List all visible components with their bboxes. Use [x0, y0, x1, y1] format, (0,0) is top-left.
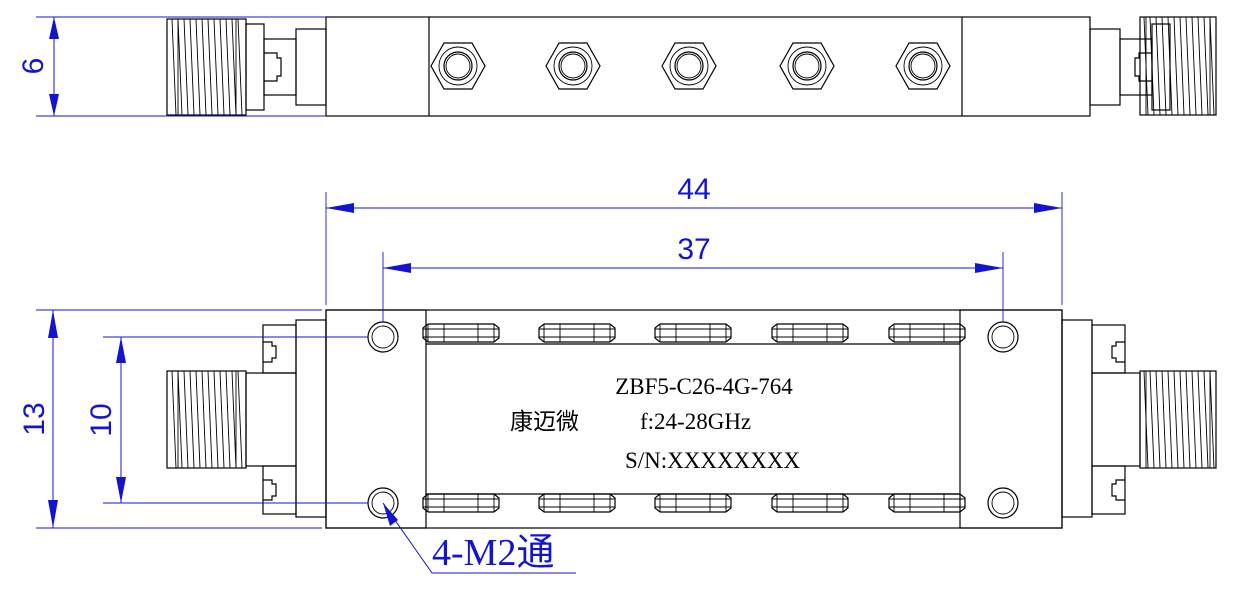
dimension-label-6: 6: [17, 58, 50, 75]
mounting-hole: [987, 487, 1019, 519]
dimension-overall-height: 13: [18, 309, 322, 529]
dimension-label-44: 44: [677, 173, 710, 206]
brand-label: 康迈微: [510, 409, 579, 434]
model-label: ZBF5-C26-4G-764: [615, 374, 793, 399]
top-left-connector: [166, 18, 327, 116]
tuning-nut: [771, 493, 849, 513]
front-left-connector: [166, 319, 327, 518]
hole-callout: 4-M2通: [382, 502, 576, 574]
front-right-connector: [1061, 319, 1217, 518]
tuning-nut: [538, 323, 616, 343]
tuning-nut: [422, 493, 500, 513]
dimension-overall-length: 44: [325, 173, 1063, 305]
top-view: 6: [17, 16, 1217, 117]
dimension-label-13: 13: [18, 402, 51, 435]
tuning-nut: [888, 323, 966, 343]
tuning-screw: [895, 42, 951, 90]
tuning-nut: [771, 323, 849, 343]
mounting-hole: [987, 321, 1019, 353]
front-view: ZBF5-C26-4G-764 康迈微 f:24-28GHz S/N:XXXXX…: [18, 173, 1217, 574]
dimension-hole-height: 10: [85, 336, 368, 504]
tuning-nut: [888, 493, 966, 513]
mounting-hole: [367, 321, 399, 353]
hole-callout-label: 4-M2通: [432, 532, 554, 574]
tuning-screw: [661, 42, 717, 90]
tuning-nut: [422, 323, 500, 343]
frequency-label: f:24-28GHz: [640, 409, 751, 434]
tuning-nut: [654, 323, 732, 343]
dimension-height-top: 6: [17, 16, 326, 117]
tuning-screw: [779, 42, 835, 90]
serial-label: S/N:XXXXXXXX: [625, 448, 800, 473]
dimension-label-37: 37: [677, 233, 710, 266]
dimension-hole-spacing: 37: [382, 233, 1004, 322]
tuning-screw: [545, 42, 601, 90]
tuning-nut: [654, 493, 732, 513]
tuning-screw: [430, 42, 486, 90]
top-right-connector: [1089, 16, 1217, 116]
tuning-nut: [538, 493, 616, 513]
dimension-label-10: 10: [85, 403, 118, 436]
